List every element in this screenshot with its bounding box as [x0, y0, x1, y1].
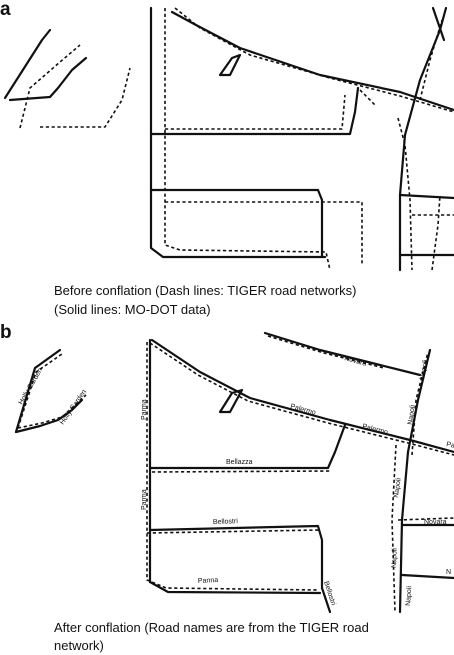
- road-label-holly-garden-2: Holly Garden: [59, 389, 88, 427]
- panel-b-caption-line1: After conflation (Road names are from th…: [54, 620, 369, 635]
- road-label-palermo-1: Palermo: [289, 403, 316, 417]
- panel-a-road-map: [3, 6, 454, 272]
- road-label-panna: Panna: [198, 577, 219, 585]
- road-label-napoli-mid: Napoli: [407, 404, 417, 425]
- conflated-solid-lines: [14, 331, 454, 614]
- road-label-novara-top: Novara: [343, 355, 367, 368]
- panel-a-caption-line2: (Solid lines: MO-DOT data): [54, 302, 211, 317]
- road-label-parma-top: Parma: [141, 399, 148, 420]
- mo-dot-lines: [3, 6, 454, 272]
- road-label-napoli-bottom: Napoli: [391, 548, 399, 569]
- road-label-novara-low: Novara: [424, 519, 447, 526]
- road-label-bellazza: Bellazza: [226, 459, 253, 466]
- road-label-napoli-low: Napoli: [393, 477, 403, 498]
- panel-b-letter: b: [0, 322, 12, 343]
- road-label-napoli-top: Napoli: [419, 359, 429, 380]
- road-label-parma-mid: Parma: [141, 489, 148, 510]
- road-label-palermo-3: Pa: [446, 441, 454, 450]
- panel-b-road-map: Holly Garden Holly Garden Novara Napoli …: [14, 331, 454, 614]
- panel-b-caption-line2: network): [54, 638, 104, 653]
- panel-a-letter: a: [0, 0, 11, 20]
- conflated-dashed-lines: [17, 335, 454, 613]
- road-label-n-right: N: [446, 569, 451, 576]
- panel-a-caption-line1: Before conflation (Dash lines: TIGER roa…: [54, 283, 357, 298]
- tiger-lines: [19, 7, 454, 271]
- road-label-holly-garden-1: Holly Garden: [18, 367, 45, 406]
- road-label-bellostri-mid: Bellostri: [213, 518, 239, 526]
- road-label-napoli-edge: Napoli: [405, 585, 413, 606]
